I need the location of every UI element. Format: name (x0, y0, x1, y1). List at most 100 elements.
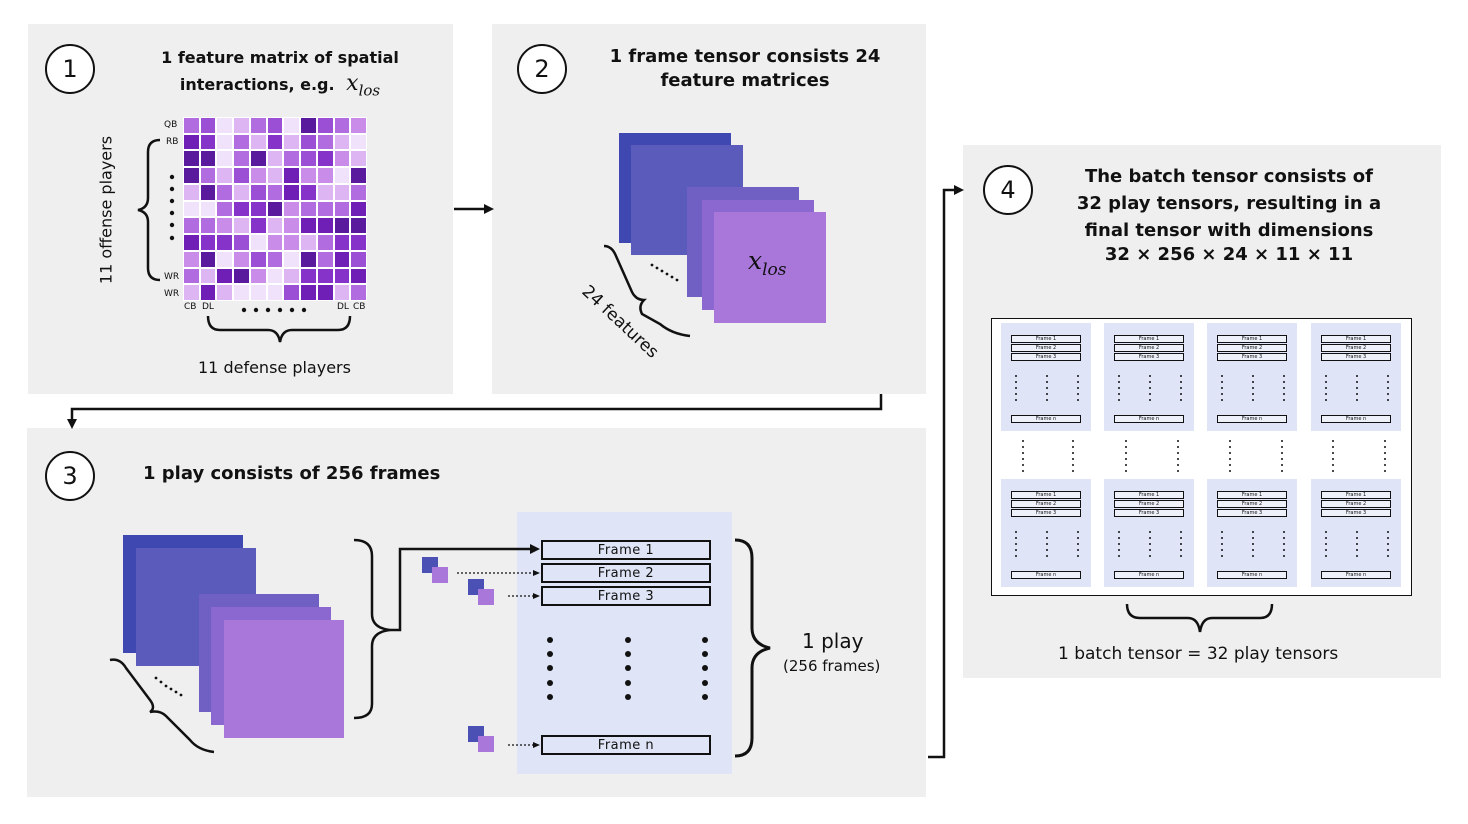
heatmap-cell (199, 250, 217, 268)
mini-dot (1149, 543, 1151, 545)
grid-gap-dot (1384, 440, 1386, 442)
mini-dot (1387, 531, 1389, 533)
mini-dot (1283, 381, 1285, 383)
mini-dot (1252, 375, 1254, 377)
heatmap-cell (300, 284, 317, 301)
grid-gap-dot (1332, 446, 1334, 448)
heatmap-cell (283, 150, 301, 168)
grid-gap-dot (1022, 440, 1024, 442)
mini-dot (1015, 531, 1017, 533)
defense-axis-label: 11 defense players (198, 358, 351, 377)
grid-gap-dot (1229, 446, 1231, 448)
mini-dot (1387, 549, 1389, 551)
mini-dot (1221, 549, 1223, 551)
grid-gap-dot (1229, 470, 1231, 472)
grid-gap-dot (1281, 452, 1283, 454)
mini-frame-box: Frame 2 (1217, 344, 1287, 352)
mini-dot (1077, 375, 1079, 377)
mini-dot (1118, 387, 1120, 389)
mini-dot (1356, 549, 1358, 551)
grid-gap-dot (1177, 464, 1179, 466)
mini-frame-box: Frame 3 (1114, 509, 1184, 517)
heatmap-cell (183, 234, 200, 251)
heatmap-cell (316, 117, 334, 134)
mini-dot (1356, 399, 1358, 401)
heatmap-cell (233, 183, 250, 201)
heatmap-cell (300, 183, 317, 201)
row-label-wr-1: WR (164, 272, 180, 282)
mini-dot (1180, 555, 1182, 557)
mini-dot (1252, 399, 1254, 401)
heatmap-cell (266, 133, 284, 151)
mini-dot (1077, 549, 1079, 551)
mini-dot (1149, 375, 1151, 377)
heatmap-cell (333, 117, 351, 134)
mini-dot (1252, 555, 1254, 557)
heatmap-cell (199, 150, 217, 168)
mini-frame-box: Frame 3 (1217, 353, 1287, 361)
heatmap-cell (266, 267, 284, 285)
defense-dots (241, 307, 307, 313)
mini-dot (1015, 543, 1017, 545)
mini-dot (1356, 381, 1358, 383)
heatmap-cell (249, 183, 267, 201)
heatmap-cell (249, 234, 267, 251)
mini-dot (1118, 381, 1120, 383)
mini-dot (1221, 537, 1223, 539)
mini-dot (1015, 387, 1017, 389)
arrow-1-to-2-head (484, 204, 494, 214)
mini-dot (1283, 531, 1285, 533)
heatmap-cell (300, 133, 317, 151)
mini-frame-box: Frame n (1114, 415, 1184, 423)
heatmap-cell (183, 217, 200, 235)
heatmap-cell (333, 200, 351, 218)
mini-tensor-icon-1 (422, 557, 450, 585)
grid-gap-dot (1332, 458, 1334, 460)
heatmap-cell (266, 217, 284, 235)
mini-dot (1046, 543, 1048, 545)
grid-gap-dot (1125, 458, 1127, 460)
heatmap-cell (283, 167, 301, 184)
mini-dot (1252, 549, 1254, 551)
mini-dot (1118, 549, 1120, 551)
mini-dot (1015, 393, 1017, 395)
stack3-front (224, 620, 344, 738)
panel-3-title: 1 play consists of 256 frames (143, 463, 441, 484)
mini-dot (1387, 543, 1389, 545)
grid-gap-dot (1022, 452, 1024, 454)
mini-dot (1077, 543, 1079, 545)
mini-tensor-icon-n (468, 726, 496, 754)
mini-dot (1180, 531, 1182, 533)
mini-dot (1283, 387, 1285, 389)
stack3-right-brace (353, 538, 391, 720)
heatmap-cell (350, 234, 367, 251)
col-label-cb-right: CB (353, 302, 366, 312)
col-label-dl-left: DL (202, 302, 214, 312)
heatmap-cell (199, 217, 217, 235)
heatmap-cell (300, 117, 317, 134)
grid-gap-dot (1281, 458, 1283, 460)
mini-dot (1252, 381, 1254, 383)
grid-gap-dot (1177, 440, 1179, 442)
heatmap-cell (300, 200, 317, 218)
stack3-dots (154, 676, 183, 697)
grid-gap-dot (1384, 464, 1386, 466)
frame-n-box: Frame n (541, 735, 711, 755)
col-label-cb-left: CB (184, 302, 197, 312)
heatmap-cell (300, 150, 317, 168)
heatmap-cell (216, 133, 234, 151)
heatmap-cell (216, 167, 234, 184)
heatmap-cell (233, 167, 250, 184)
heatmap-cell (350, 217, 367, 235)
heatmap-cell (266, 117, 284, 134)
mini-dot (1149, 531, 1151, 533)
heatmap-cell (233, 267, 250, 285)
heatmap-cell (233, 150, 250, 168)
mini-dot (1325, 387, 1327, 389)
grid-gap-dot (1332, 470, 1334, 472)
mini-dot (1077, 387, 1079, 389)
heatmap-cell (183, 167, 200, 184)
